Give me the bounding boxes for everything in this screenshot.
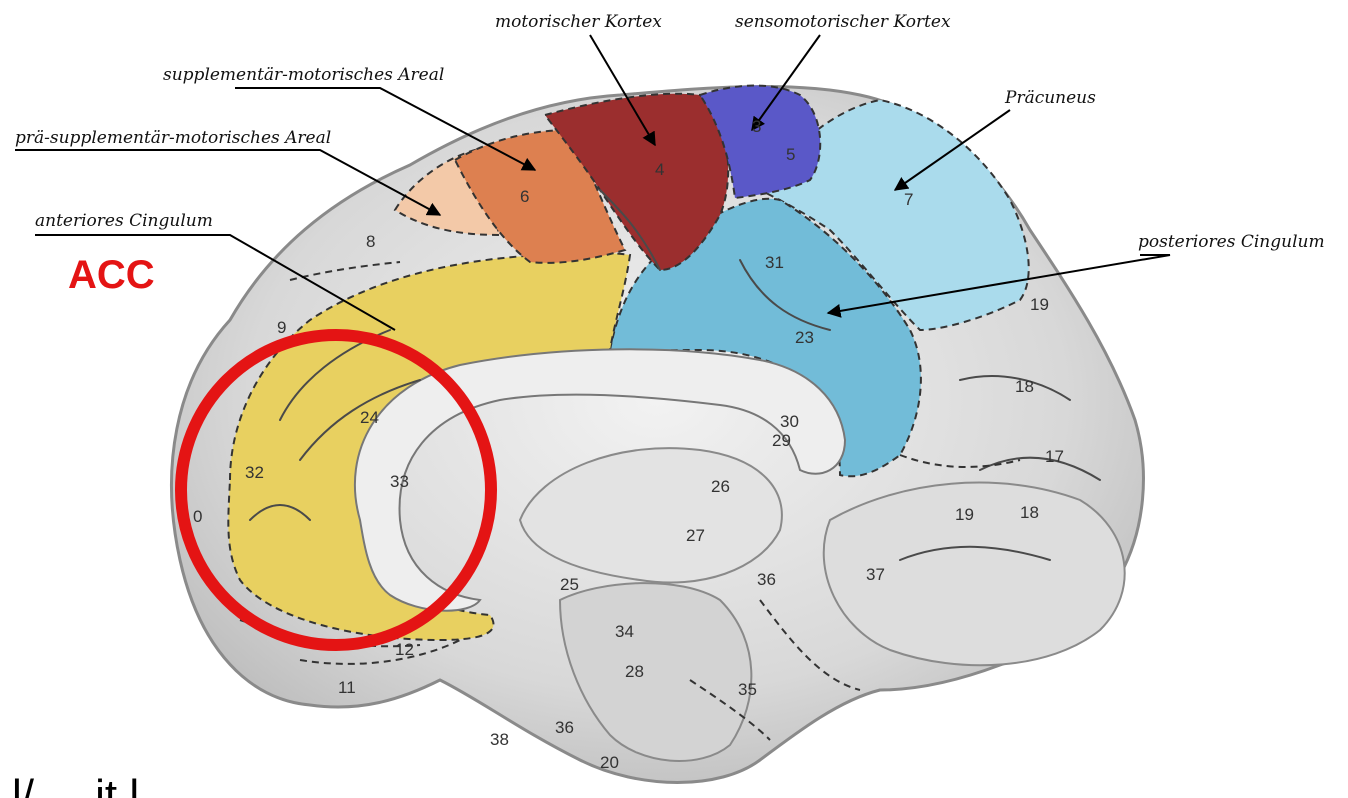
area-25: 25 [560,575,579,594]
area-38: 38 [490,730,509,749]
area-36-upper: 36 [757,570,776,589]
label-pre-sma: prä-supplementär-motorisches Areal [15,128,331,148]
acc-label: ACC [68,253,155,297]
area-10: 0 [193,507,202,526]
area-34: 34 [615,622,634,641]
label-praecuneus: Präcuneus [1004,88,1096,108]
label-posteriores-cingulum: posteriores Cingulum [1138,232,1325,252]
area-35: 35 [738,680,757,699]
area-17: 17 [1045,447,1064,466]
label-motorischer-kortex: motorischer Kortex [495,12,662,32]
bottom-cropped-text: l/ ... it l [12,771,139,798]
area-32: 32 [245,463,264,482]
area-8: 8 [366,232,375,251]
area-3: 3 [752,117,761,136]
area-20: 20 [600,753,619,772]
area-33: 33 [390,472,409,491]
area-5: 5 [786,145,795,164]
area-19-upper: 19 [1030,295,1049,314]
area-30: 30 [780,412,799,431]
area-29: 29 [772,431,791,450]
area-36-lower: 36 [555,718,574,737]
area-28: 28 [625,662,644,681]
label-sensomotorischer-kortex: sensomotorischer Kortex [735,12,951,32]
area-31: 31 [765,253,784,272]
area-19-lower: 19 [955,505,974,524]
area-37: 37 [866,565,885,584]
area-4: 4 [655,160,664,179]
area-18-lower: 18 [1020,503,1039,522]
area-27: 27 [686,526,705,545]
area-26: 26 [711,477,730,496]
area-7: 7 [904,190,913,209]
area-12: 12 [395,640,414,659]
area-11: 11 [338,678,356,697]
area-24: 24 [360,408,379,427]
area-18-upper: 18 [1015,377,1034,396]
label-sma: supplementär-motorisches Areal [163,65,444,85]
area-23: 23 [795,328,814,347]
area-9: 9 [277,318,286,337]
area-6: 6 [520,187,529,206]
label-anteriores-cingulum: anteriores Cingulum [35,211,213,231]
